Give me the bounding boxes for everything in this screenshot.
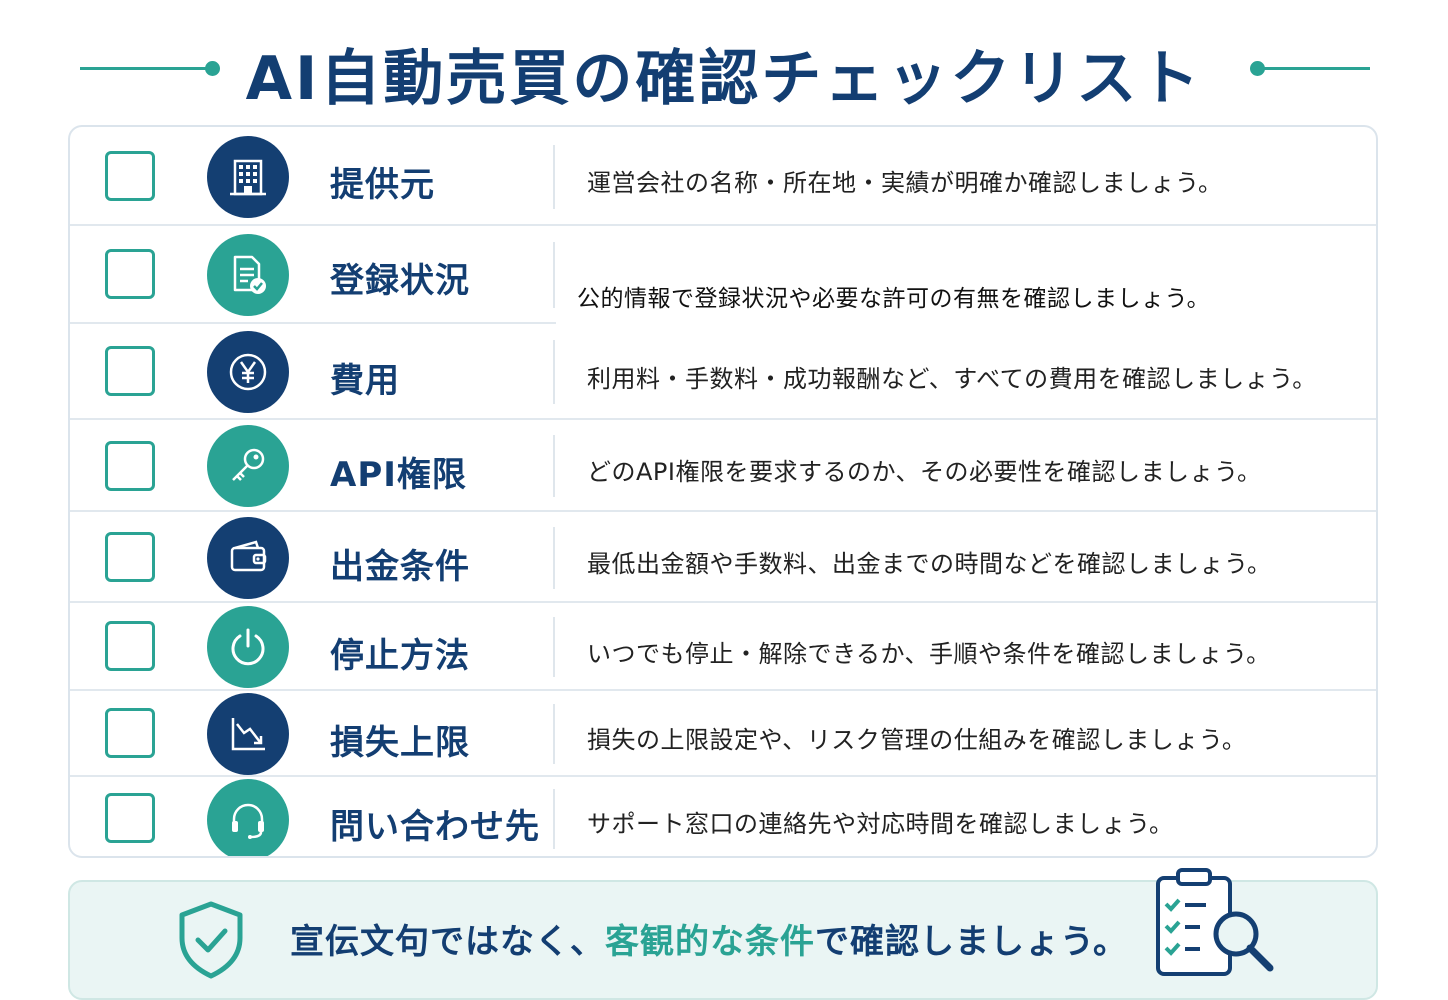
declining-chart-icon [207,693,289,775]
checkbox[interactable] [105,708,155,758]
item-label: 費用 [330,361,400,401]
key-icon [207,425,289,507]
yen-coin-icon [207,331,289,413]
headset-icon [207,779,289,856]
clipboard-magnifier-icon [1156,868,1274,976]
item-label: 損失上限 [330,723,470,763]
description-panel: 公的情報で登録状況や必要な許可の有無を確認しましょう。 [560,245,1376,333]
checklist-card: 提供元 運営会社の名称・所在地・実績が明確か確認しましょう。 登録状況 公的情報… [68,125,1378,858]
footer-text-before: 宣伝文句ではなく、 [290,922,605,962]
item-label: 出金条件 [330,547,470,587]
title-decor-line-right [1256,67,1370,70]
divider [553,617,555,677]
power-icon [207,606,289,688]
item-label: 登録状況 [330,261,470,301]
footer-banner: 宣伝文句ではなく、客観的な条件で確認しましょう。 [68,868,1378,1000]
row-separator [70,689,1376,691]
checkbox[interactable] [105,793,155,843]
row-separator [70,418,1376,420]
title-area: AI自動売買の確認チェックリスト [0,22,1448,114]
item-label: 問い合わせ先 [330,807,540,847]
checkbox[interactable] [105,441,155,491]
checkbox[interactable] [105,346,155,396]
building-icon [207,136,289,218]
divider [553,242,555,308]
checkbox[interactable] [105,249,155,299]
item-label: API権限 [330,455,467,495]
shield-check-icon [179,901,243,979]
item-description: どのAPI権限を要求するのか、その必要性を確認しましょう。 [587,458,1262,486]
checkbox[interactable] [105,151,155,201]
row-separator [70,775,1376,777]
checklist-row: 損失上限 損失の上限設定や、リスク管理の仕組みを確認しましょう。 [70,691,1376,777]
checklist-row: 登録状況 [70,226,1376,324]
item-description: 最低出金額や手数料、出金までの時間などを確認しましょう。 [587,550,1272,578]
row-separator [70,510,1376,512]
title-decor-line-left [80,67,212,70]
page-title: AI自動売買の確認チェックリスト [245,44,1203,114]
item-description: 公的情報で登録状況や必要な許可の有無を確認しましょう。 [577,286,1211,312]
checklist-row: 出金条件 最低出金額や手数料、出金までの時間などを確認しましょう。 [70,512,1376,603]
item-label: 停止方法 [330,636,470,676]
checklist-row: 費用 利用料・手数料・成功報酬など、すべての費用を確認しましょう。 [70,324,1376,420]
title-decor-dot-left [205,61,220,76]
footer-message: 宣伝文句ではなく、客観的な条件で確認しましょう。 [290,914,1128,963]
item-description: 運営会社の名称・所在地・実績が明確か確認しましょう。 [587,169,1223,197]
checkbox[interactable] [105,621,155,671]
row-separator [70,322,556,324]
row-separator [70,601,1376,603]
item-description: 利用料・手数料・成功報酬など、すべての費用を確認しましょう。 [587,365,1317,393]
footer-text-highlight: 客観的な条件 [605,922,815,962]
item-label: 提供元 [330,165,435,205]
divider [553,789,555,849]
divider [553,435,555,497]
checkbox[interactable] [105,532,155,582]
divider [553,704,555,764]
item-description: いつでも停止・解除できるか、手順や条件を確認しましょう。 [587,640,1271,668]
divider [553,340,555,404]
divider [553,527,555,589]
item-description: 損失の上限設定や、リスク管理の仕組みを確認しましょう。 [587,726,1247,754]
row-separator [70,224,1376,226]
item-description: サポート窓口の連絡先や対応時間を確認しましょう。 [587,810,1174,838]
wallet-icon [207,517,289,599]
document-check-icon [207,234,289,316]
divider [553,145,555,209]
checklist-row: 問い合わせ先 サポート窓口の連絡先や対応時間を確認しましょう。 [70,777,1376,856]
checklist-row: API権限 どのAPI権限を要求するのか、その必要性を確認しましょう。 [70,420,1376,512]
checklist-row: 停止方法 いつでも停止・解除できるか、手順や条件を確認しましょう。 [70,603,1376,691]
footer-text-after: で確認しましょう。 [815,922,1128,962]
checklist-row: 提供元 運営会社の名称・所在地・実績が明確か確認しましょう。 [70,127,1376,226]
